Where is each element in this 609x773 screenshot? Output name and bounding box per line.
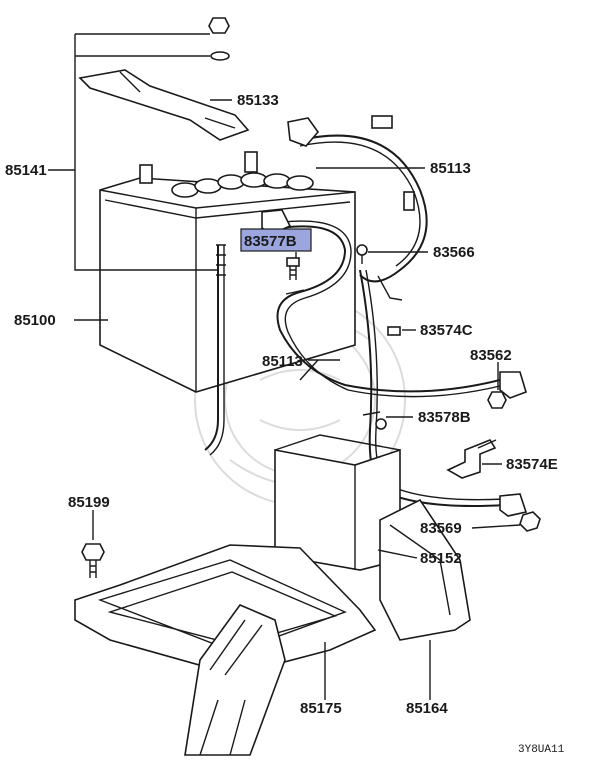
part-label-85141[interactable]: 85141	[5, 162, 47, 179]
highlight-box	[240, 228, 312, 252]
cable-end-terminal-2	[499, 493, 528, 517]
battery[interactable]	[99, 151, 356, 393]
part-label-83574E[interactable]: 83574E	[506, 456, 558, 473]
part-label-85113-mid[interactable]: 85113	[262, 353, 303, 370]
part-label-85152[interactable]: 85152	[420, 550, 462, 567]
negative-terminal	[139, 164, 153, 184]
part-label-83569[interactable]: 83569	[420, 520, 462, 537]
tray-leg[interactable]	[184, 604, 286, 756]
nut-83569[interactable]	[519, 511, 541, 532]
bracket-83574E[interactable]	[446, 439, 497, 479]
part-label-83574C[interactable]: 83574C	[420, 322, 473, 339]
clip-83574C[interactable]	[387, 326, 401, 336]
washer-icon	[210, 51, 230, 61]
bolt-83577B[interactable]	[286, 257, 300, 280]
cable-terminal-clamp	[287, 117, 320, 147]
part-label-85100[interactable]: 85100	[14, 312, 56, 329]
part-label-83566[interactable]: 83566	[433, 244, 475, 261]
nut-icon	[208, 17, 230, 34]
cable-connector	[371, 115, 393, 129]
positive-terminal	[244, 151, 258, 173]
clip-83578B[interactable]	[375, 418, 387, 430]
leader-lines	[48, 33, 521, 700]
tray-support-85164[interactable]	[379, 498, 471, 641]
part-label-83577B[interactable]: 83577B	[244, 233, 297, 250]
part-label-83578B[interactable]: 83578B	[418, 409, 471, 426]
hold-down-rod[interactable]	[204, 244, 226, 456]
part-label-85164[interactable]: 85164	[406, 700, 448, 717]
battery-cable[interactable]	[261, 115, 528, 517]
bolt-85199[interactable]	[81, 543, 105, 578]
part-label-85199[interactable]: 85199	[68, 494, 110, 511]
nut-83562[interactable]	[487, 391, 507, 409]
cable-end-terminal	[499, 371, 527, 399]
part-label-83562[interactable]: 83562	[470, 347, 512, 364]
hold-down-plate[interactable]	[78, 69, 250, 141]
cable-connector-2	[403, 191, 415, 211]
part-label-85175[interactable]: 85175	[300, 700, 342, 717]
clip-83566[interactable]	[356, 244, 368, 264]
part-label-85113-top[interactable]: 85113	[430, 160, 471, 177]
battery-tray-85175[interactable]	[74, 544, 377, 676]
battery-cell-caps	[171, 172, 314, 198]
part-label-85133[interactable]: 85133	[237, 92, 279, 109]
diagram-code: 3Y8UA11	[518, 744, 565, 756]
